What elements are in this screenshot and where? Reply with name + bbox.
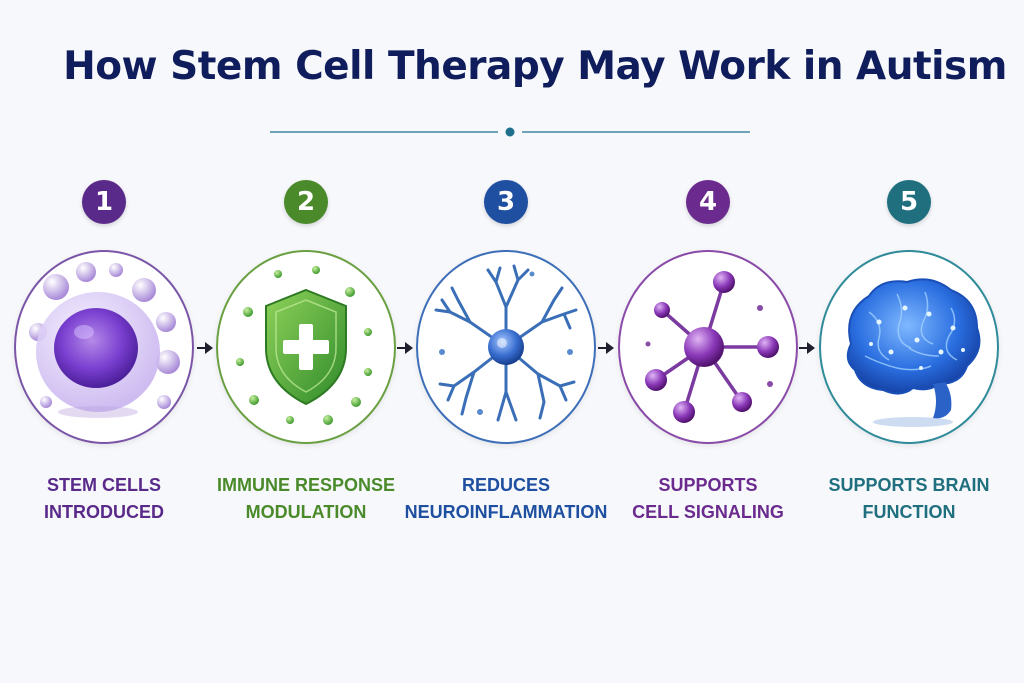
shield-plus-icon	[236, 266, 372, 425]
step-1-circle	[14, 250, 194, 444]
step-4-label: SUPPORTS CELL SIGNALING	[593, 472, 823, 526]
step-5-label: SUPPORTS BRAIN FUNCTION	[794, 472, 1024, 526]
step-number-badge: 1	[82, 180, 126, 224]
step-label-line-1: REDUCES	[461, 475, 550, 495]
arrow-right-icon	[598, 342, 614, 354]
step-label-line-2: MODULATION	[245, 502, 367, 522]
molecule-icon	[645, 271, 779, 423]
step-label-line-1: SUPPORTS	[658, 475, 758, 495]
page-title: How Stem Cell Therapy May Work in Autism	[63, 44, 1007, 89]
step-2-circle	[216, 250, 396, 444]
neuron-icon	[434, 264, 578, 422]
step-5: 5	[814, 180, 1004, 530]
step-4: 4	[613, 180, 803, 530]
step-3-circle	[416, 250, 596, 444]
step-1: 1	[9, 180, 199, 530]
step-number-badge: 2	[284, 180, 328, 224]
step-3: 3	[405, 180, 607, 530]
step-number-badge: 4	[686, 180, 730, 224]
arrow-right-icon	[197, 342, 213, 354]
step-2-label: IMMUNE RESPONSE MODULATION	[191, 472, 421, 526]
step-label-line-2: CELL SIGNALING	[632, 502, 784, 522]
step-label-line-2: INTRODUCED	[44, 502, 164, 522]
stem-cell-icon	[29, 262, 180, 418]
step-3-label: REDUCES NEUROINFLAMMATION	[391, 472, 621, 526]
arrow-right-icon	[397, 342, 413, 354]
step-1-label: STEM CELLS INTRODUCED	[0, 472, 219, 526]
step-number-badge: 5	[887, 180, 931, 224]
step-label-line-2: NEUROINFLAMMATION	[404, 502, 608, 522]
step-label-line-1: SUPPORTS BRAIN	[828, 475, 990, 495]
step-label-line-1: STEM CELLS	[46, 475, 161, 495]
step-label-line-2: FUNCTION	[862, 502, 956, 522]
arrow-right-icon	[799, 342, 815, 354]
title-divider	[270, 127, 750, 137]
step-number-badge: 3	[484, 180, 528, 224]
step-2: 2	[211, 180, 401, 530]
step-5-circle	[819, 250, 999, 444]
step-label-line-1: IMMUNE RESPONSE	[216, 475, 396, 495]
brain-icon	[846, 278, 981, 427]
step-4-circle	[618, 250, 798, 444]
